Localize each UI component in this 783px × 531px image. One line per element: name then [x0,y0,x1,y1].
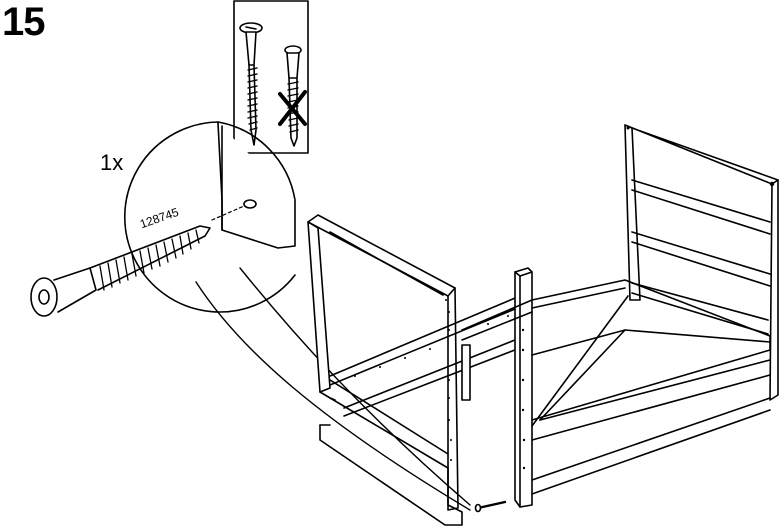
screw-selection-box [233,0,309,154]
short-screw-crossed-icon [278,45,307,147]
zoom-screw [30,225,211,317]
long-screw-icon [239,22,263,146]
small-screw-icon [474,500,507,513]
zoom-bubble [30,121,471,511]
step-number: 15 [2,0,45,44]
quantity-label: 1x [100,150,124,175]
bed-frame-illustration [307,124,779,526]
